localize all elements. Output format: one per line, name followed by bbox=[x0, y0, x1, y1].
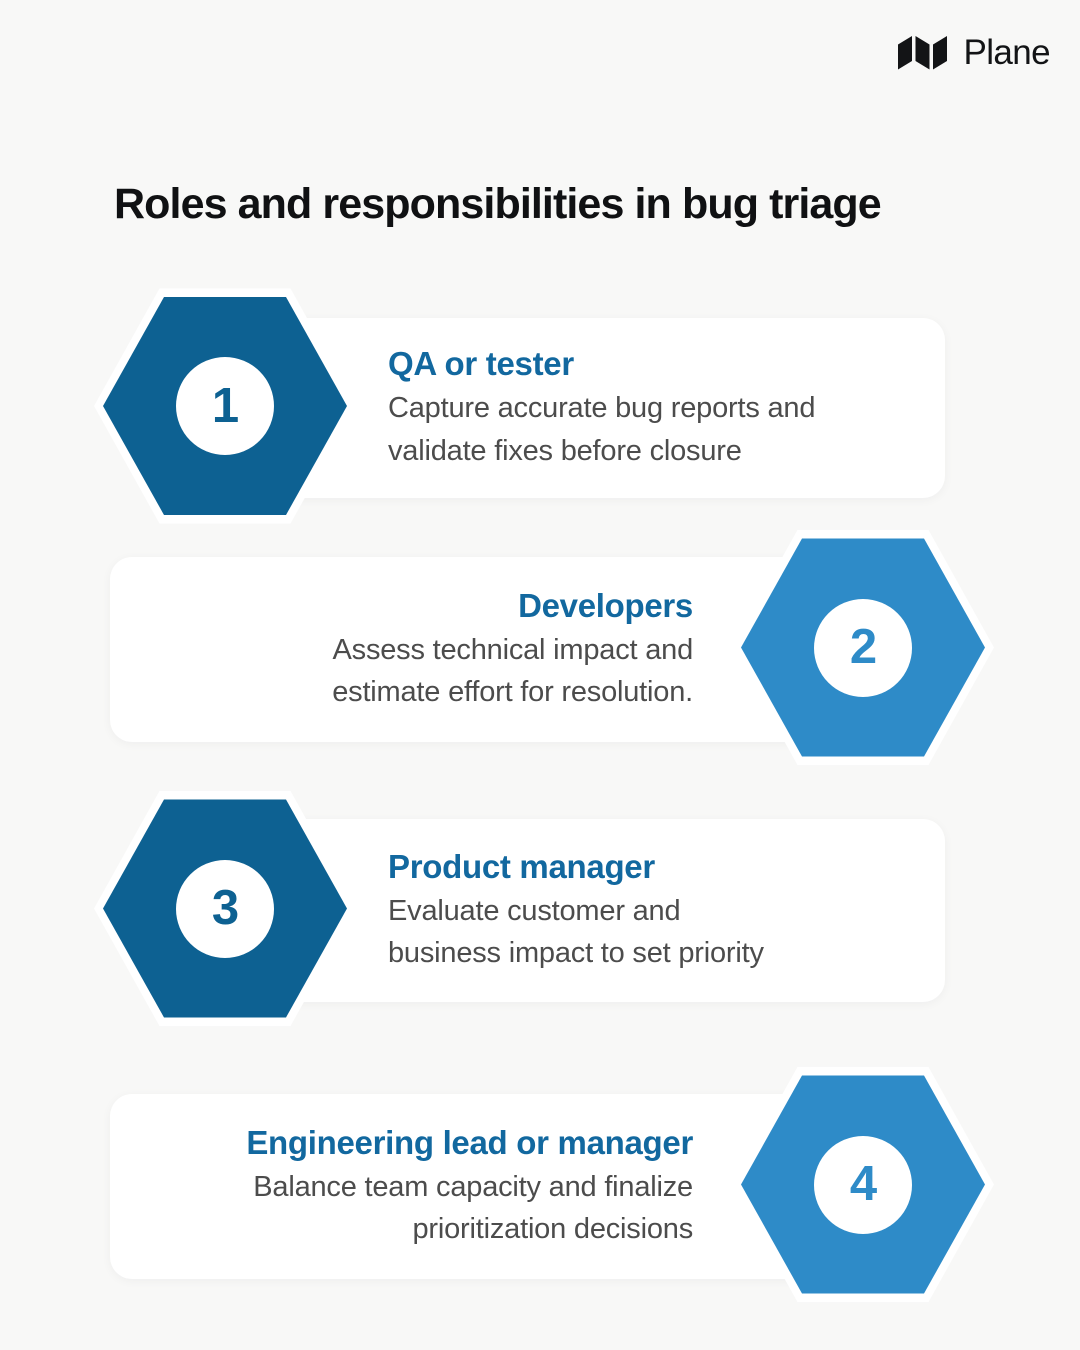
step-number-3: 3 bbox=[211, 881, 239, 935]
step-text-4: Engineering lead or manager Balance team… bbox=[160, 1123, 693, 1251]
step-description-2: Assess technical impact and estimate eff… bbox=[332, 633, 693, 709]
step-row-3: Product manager Evaluate customer and bu… bbox=[0, 787, 1080, 1030]
step-heading-4: Engineering lead or manager bbox=[246, 1123, 693, 1161]
step-text-1: QA or tester Capture accurate bug report… bbox=[388, 344, 895, 472]
step-card-2: Developers Assess technical impact and e… bbox=[110, 557, 888, 742]
step-number-4: 4 bbox=[849, 1157, 877, 1211]
step-row-4: Engineering lead or manager Balance team… bbox=[0, 1062, 1080, 1307]
step-badge-1: 1 bbox=[94, 283, 356, 529]
step-description-4: Balance team capacity and finalize prior… bbox=[253, 1170, 693, 1246]
brand-name: Plane bbox=[963, 33, 1050, 72]
step-description-3: Evaluate customer and business impact to… bbox=[388, 894, 764, 970]
step-badge-2: 2 bbox=[732, 525, 994, 771]
step-description-1: Capture accurate bug reports and validat… bbox=[388, 392, 816, 467]
step-number-disc-1: 1 bbox=[176, 357, 274, 455]
step-text-2: Developers Assess technical impact and e… bbox=[160, 586, 693, 714]
step-text-3: Product manager Evaluate customer and bu… bbox=[388, 847, 895, 975]
step-badge-3: 3 bbox=[94, 786, 356, 1032]
step-number-disc-2: 2 bbox=[814, 598, 912, 697]
plane-logo-icon bbox=[898, 36, 948, 70]
step-number-disc-4: 4 bbox=[814, 1135, 912, 1234]
page-title: Roles and responsibilities in bug triage bbox=[114, 180, 882, 228]
step-badge-4: 4 bbox=[732, 1062, 994, 1308]
step-heading-2: Developers bbox=[518, 586, 693, 624]
step-heading-1: QA or tester bbox=[388, 345, 574, 383]
step-heading-3: Product manager bbox=[388, 847, 655, 885]
step-number-disc-3: 3 bbox=[176, 859, 274, 958]
step-row-1: QA or tester Capture accurate bug report… bbox=[0, 286, 1080, 526]
step-number-2: 2 bbox=[849, 620, 877, 674]
step-number-1: 1 bbox=[211, 378, 239, 433]
step-row-2: Developers Assess technical impact and e… bbox=[0, 525, 1080, 770]
brand-logo: Plane bbox=[897, 33, 1051, 73]
